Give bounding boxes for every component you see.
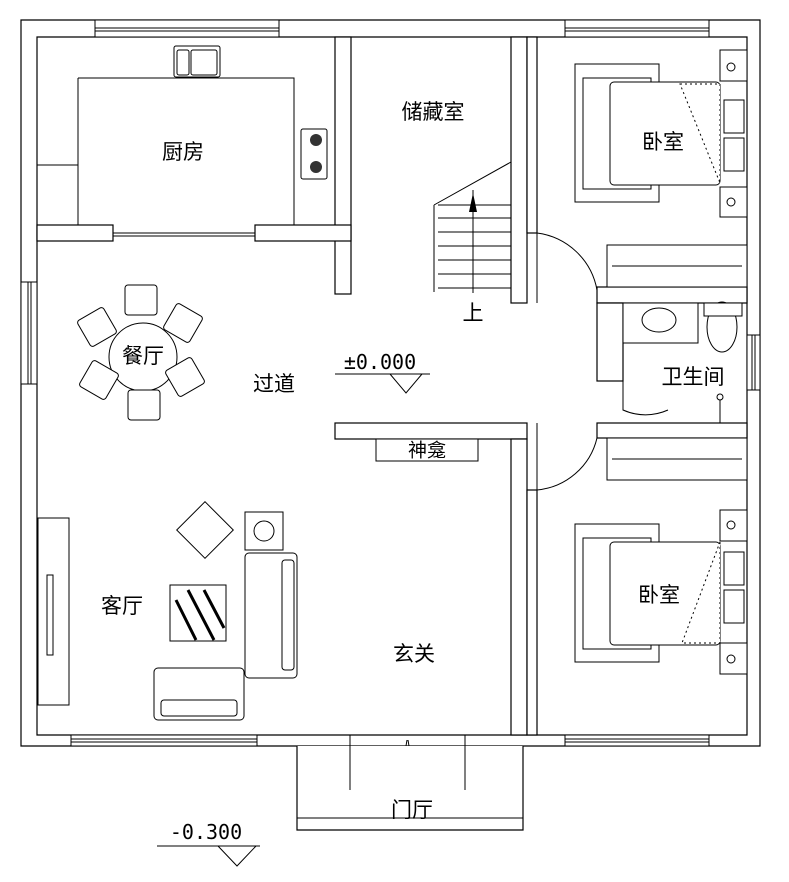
label-bathroom: 卫生间 xyxy=(662,365,725,389)
label-bedroom-top: 卧室 xyxy=(642,130,684,154)
bed-bottom xyxy=(574,509,748,675)
nightstand-icon xyxy=(719,49,748,82)
nightstand-icon xyxy=(719,186,748,218)
label-foyer: 玄关 xyxy=(393,642,435,666)
shrine-cabinet xyxy=(375,438,479,462)
label-dining: 餐厅 xyxy=(122,344,164,368)
level-interior: ±0.000 xyxy=(344,350,416,374)
label-bedroom-bottom: 卧室 xyxy=(638,583,680,607)
washbasin-icon xyxy=(641,307,677,333)
dining-table xyxy=(77,284,205,421)
interior-walls xyxy=(36,36,748,736)
label-storage: 储藏室 xyxy=(402,100,465,124)
armchair-icon xyxy=(176,501,234,559)
level-marker-exterior: -0.300 xyxy=(157,820,260,867)
nightstand-icon xyxy=(719,642,748,675)
label-stairs-up: 上 xyxy=(463,301,484,325)
bed-top xyxy=(574,49,748,218)
level-marker-interior: ±0.000 xyxy=(335,350,430,394)
wardrobes xyxy=(606,244,748,481)
living-furniture xyxy=(37,501,298,721)
bathroom-fixtures xyxy=(622,301,743,423)
label-entry-hall: 门厅 xyxy=(391,798,433,822)
outer-walls xyxy=(20,19,761,747)
arrow-up-icon xyxy=(469,193,477,212)
staircase xyxy=(433,161,512,293)
nightstand-icon xyxy=(719,509,748,542)
level-exterior: -0.300 xyxy=(170,820,242,844)
label-living: 客厅 xyxy=(101,594,143,618)
kitchen-counter xyxy=(37,45,328,237)
label-kitchen: 厨房 xyxy=(162,140,204,164)
label-corridor: 过道 xyxy=(253,372,295,396)
porch xyxy=(296,735,524,831)
label-shrine: 神龛 xyxy=(408,440,446,462)
windows xyxy=(20,19,761,747)
